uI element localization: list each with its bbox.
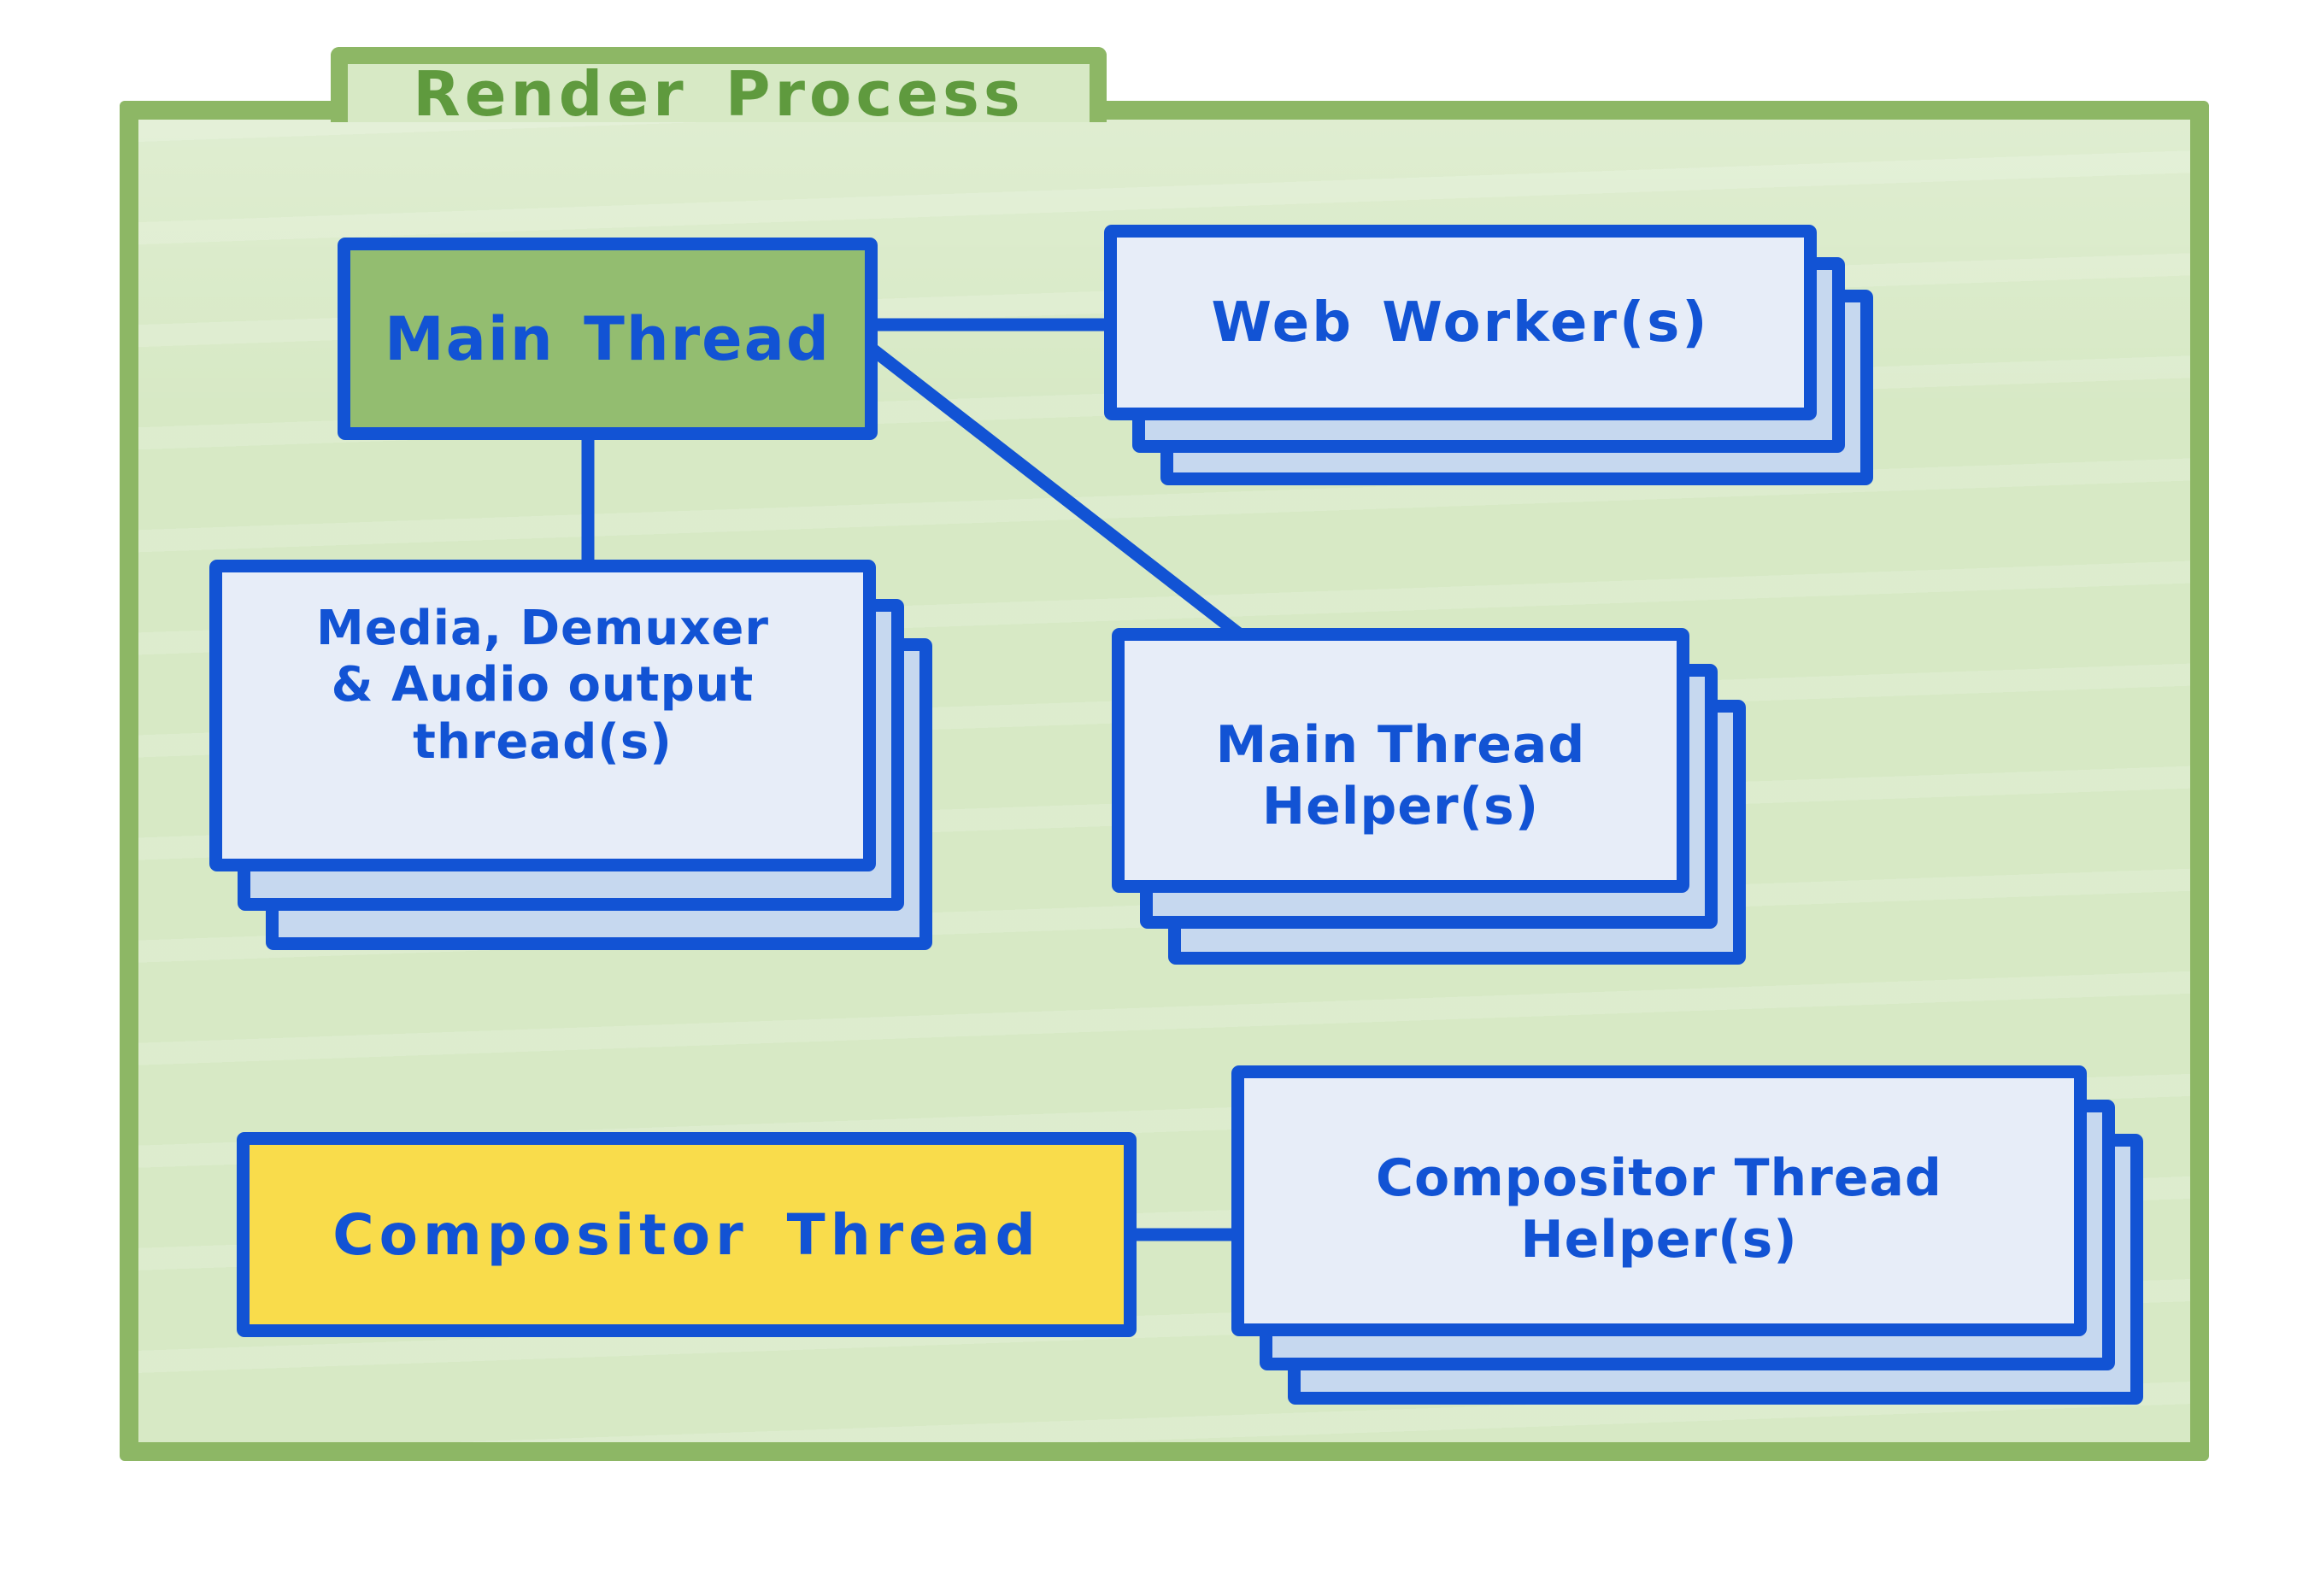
page-title: Render Process	[413, 58, 1025, 130]
node-label: Compositor Thread Helper(s)	[1376, 1147, 1942, 1270]
connector-main-thread-to-main-thread-helpers	[865, 342, 1246, 641]
node-label: Main Thread Helper(s)	[1215, 714, 1586, 836]
node-compositor-thread: Compositor Thread	[237, 1132, 1137, 1337]
stack-card-front: Main Thread Helper(s)	[1112, 628, 1689, 893]
node-label: Main Thread	[384, 303, 831, 374]
node-label: Web Worker(s)	[1211, 290, 1710, 355]
node-label: Compositor Thread	[332, 1201, 1041, 1268]
node-main-thread: Main Thread	[338, 238, 878, 440]
stack-card-front: Media, Demuxer & Audio output thread(s)	[209, 560, 876, 871]
render-process-folder-tab	[331, 47, 1107, 122]
node-label: Media, Demuxer & Audio output thread(s)	[316, 601, 769, 770]
stack-card-front: Web Worker(s)	[1104, 225, 1817, 420]
stack-card-front: Compositor Thread Helper(s)	[1231, 1065, 2087, 1336]
